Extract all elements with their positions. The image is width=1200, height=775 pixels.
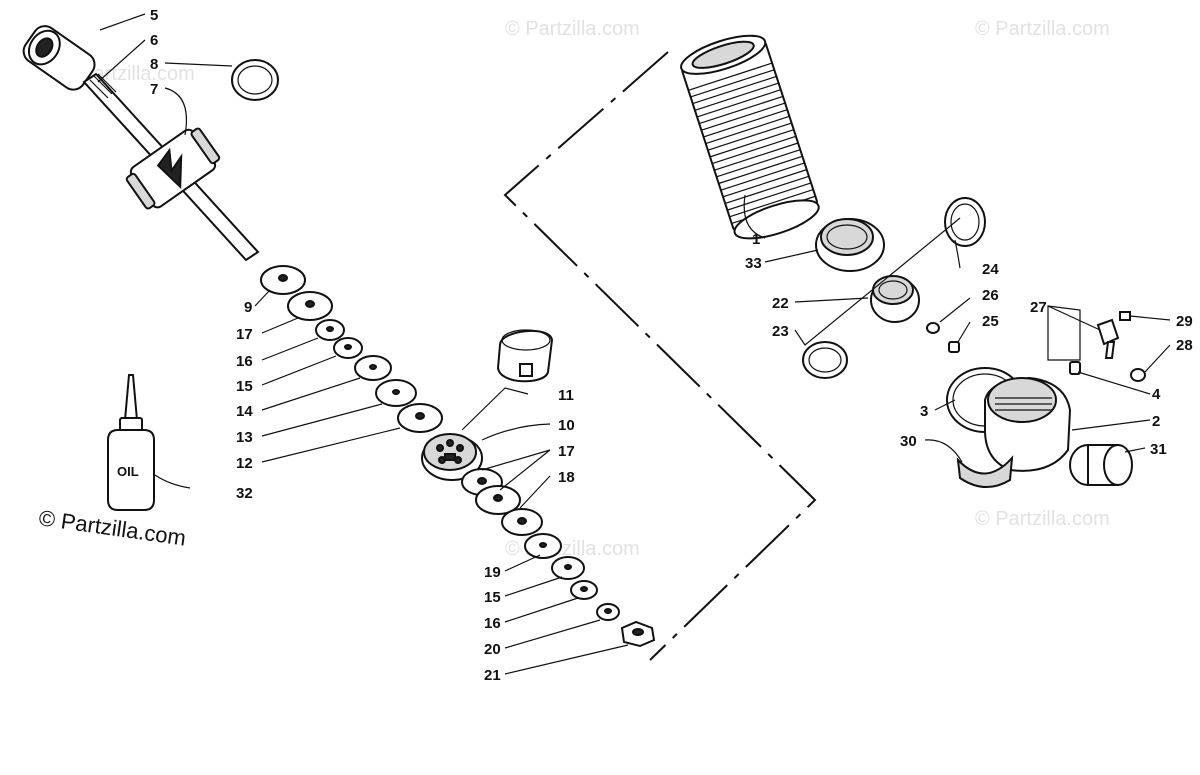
part-16-washer-b (570, 580, 598, 600)
part-21-nut (620, 620, 656, 648)
callout-28: 28 (1176, 337, 1193, 354)
part-1-shock-body (680, 34, 820, 240)
part-15-washer (333, 337, 363, 359)
part-33-spring-seat (815, 218, 885, 272)
leader-lines (97, 13, 1171, 675)
callout-2: 2 (1152, 413, 1160, 430)
callout-19: 19 (484, 564, 501, 581)
watermark-top-right: © Partzilla.com (975, 18, 1110, 40)
part-32-oil-bottle: OIL (107, 374, 155, 511)
oil-label: OIL (117, 464, 139, 479)
part-30-bumper (956, 455, 1014, 488)
callout-33: 33 (745, 255, 762, 272)
part-16-washer (315, 319, 345, 341)
part-25-plug (948, 341, 960, 353)
callout-30: 30 (900, 433, 917, 450)
callout-25: 25 (982, 313, 999, 330)
callout-3: 3 (920, 403, 928, 420)
callout-14: 14 (236, 403, 253, 420)
callout-1: 1 (752, 231, 760, 248)
part-18-washer (475, 485, 521, 515)
assembly-boundary-line (503, 51, 817, 661)
part-9-washer (260, 265, 306, 295)
callout-16-b: 16 (484, 615, 501, 632)
callout-15: 15 (236, 378, 253, 395)
callout-24: 24 (982, 261, 999, 278)
left-washer-stack (260, 265, 443, 433)
callout-15-b: 15 (484, 589, 501, 606)
watermark-top-center: © Partzilla.com (505, 18, 640, 40)
callout-18: 18 (558, 469, 575, 486)
callout-13: 13 (236, 429, 253, 446)
watermark-right: © Partzilla.com (975, 508, 1110, 530)
callout-4: 4 (1152, 386, 1161, 403)
part-2-end-cap (984, 376, 1072, 472)
part-20-washer (596, 603, 620, 621)
callout-8: 8 (150, 56, 158, 73)
callout-10: 10 (558, 417, 575, 434)
part-26-o-ring (926, 322, 940, 334)
callout-29: 29 (1176, 313, 1193, 330)
callout-6: 6 (150, 32, 158, 49)
callout-23: 23 (772, 323, 789, 340)
part-24-o-ring (944, 197, 986, 247)
callout-32: 32 (236, 485, 253, 502)
part-4-fitting (1069, 361, 1081, 375)
callout-12: 12 (236, 455, 253, 472)
callout-26: 26 (982, 287, 999, 304)
part-11-piston-band (496, 329, 554, 383)
callout-31: 31 (1150, 441, 1167, 458)
part-17-washer (287, 291, 333, 321)
callout-21: 21 (484, 667, 501, 684)
right-washer-stack (461, 468, 656, 648)
callout-7: 7 (150, 81, 158, 98)
callout-numbers: 5 6 8 7 9 17 16 15 14 13 12 32 11 10 17 … (150, 7, 1193, 684)
callout-20: 20 (484, 641, 501, 658)
part-23-clip (802, 341, 848, 379)
part-12-washer (397, 403, 443, 433)
part-31-bushing (1069, 444, 1133, 486)
shaft-assembly (22, 25, 279, 262)
callout-27: 27 (1030, 299, 1047, 316)
part-29-valve (1096, 311, 1131, 359)
callout-17-b: 17 (558, 443, 575, 460)
part-22-retainer (870, 275, 920, 323)
copyright-text: © Partzilla.com (37, 505, 187, 550)
callout-16: 16 (236, 353, 253, 370)
callout-11: 11 (558, 387, 574, 404)
callout-17: 17 (236, 326, 253, 343)
part-10-piston (421, 433, 483, 481)
part-15-washer-b (551, 556, 585, 580)
part-28-o-ring (1130, 368, 1146, 382)
part-19-washer (501, 508, 562, 559)
part-13-washer (375, 379, 417, 407)
part-14-washer (354, 355, 392, 381)
callout-9: 9 (244, 299, 252, 316)
callout-22: 22 (772, 295, 789, 312)
watermarks: © Partzilla.com © Partzilla.com © Partzi… (60, 18, 1110, 560)
callout-5: 5 (150, 7, 158, 24)
